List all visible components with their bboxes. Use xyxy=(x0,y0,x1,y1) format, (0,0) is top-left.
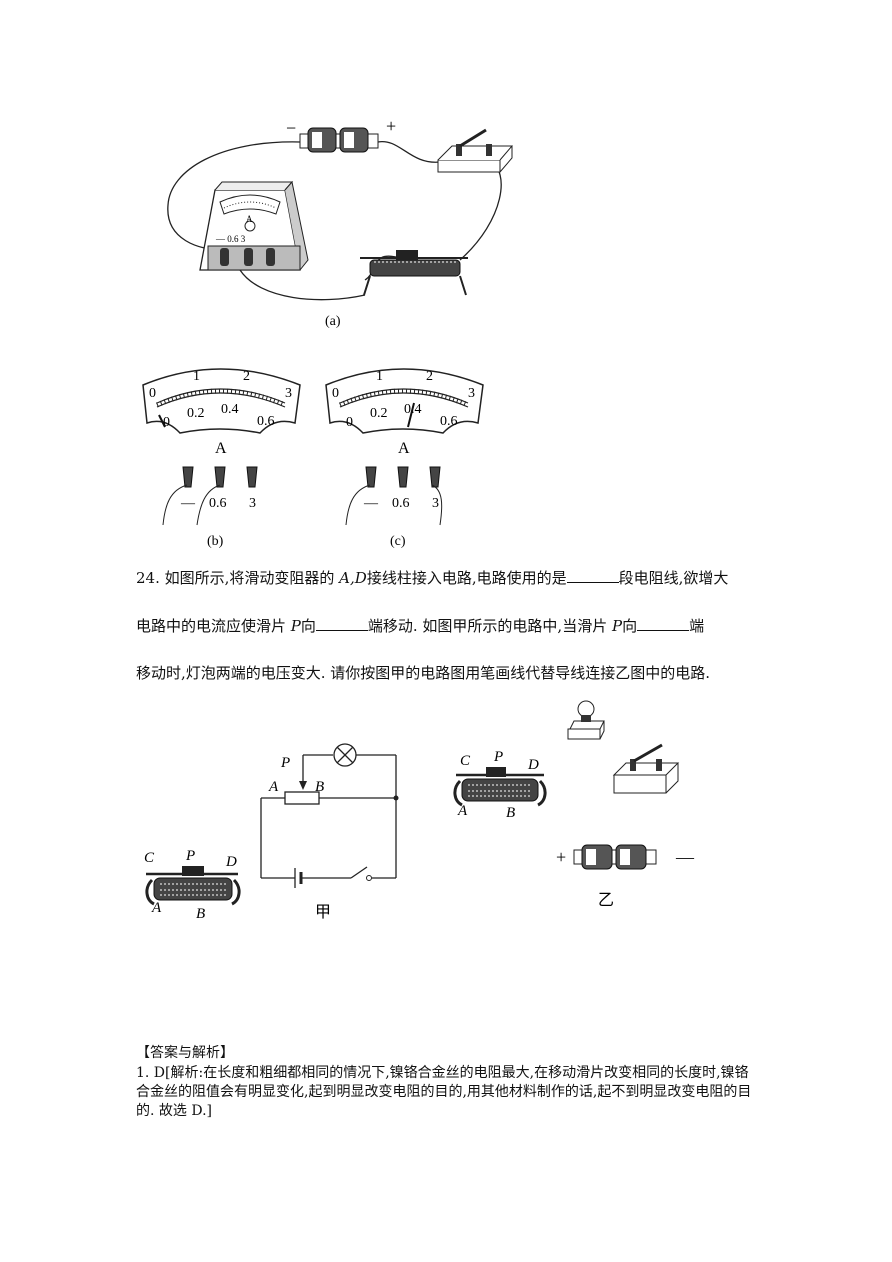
q24-line1-part-a: 24. 如图所示,将滑动变阻器的 xyxy=(136,569,340,587)
figure-a-circuit: − + A — 0.6 3 (a) xyxy=(167,116,514,329)
q24-line1-part-b: 接线柱接入电路,电路使用的是 xyxy=(366,569,567,587)
rheostat-right: C P D A B xyxy=(453,749,547,821)
b-top-0: 0 xyxy=(149,386,156,401)
question-24-line-3: 移动时,灯泡两端的电压变大. 请你按图甲的电路图用笔画线代替导线连接乙图中的电路… xyxy=(136,664,711,682)
battery-minus-sign: − xyxy=(286,118,296,138)
c-top-2: 2 xyxy=(426,369,433,384)
q24-line2-part-e: 端 xyxy=(689,617,705,635)
q24-line2-part-a: 电路中的电流应使滑片 xyxy=(136,617,291,635)
b-terminal-3: 3 xyxy=(249,496,256,511)
rheostat-left-label-p: P xyxy=(185,848,195,864)
c-top-1: 1 xyxy=(376,369,383,384)
c-pointer xyxy=(407,402,415,428)
c-bottom-06: 0.6 xyxy=(440,414,458,429)
rheostat-left-label-d: D xyxy=(225,854,237,870)
rheostat-right-label-a: A xyxy=(457,803,468,819)
c-meter-letter: A xyxy=(398,440,410,457)
c-top-3: 3 xyxy=(468,386,475,401)
q24-line2-part-c: 端移动. 如图甲所示的电路中,当滑片 xyxy=(367,617,612,635)
b-terminal-minus: — xyxy=(180,496,196,511)
c-terminal-3: 3 xyxy=(432,496,439,511)
rheostat-left: C P D A B xyxy=(144,848,241,920)
c-bottom-0: 0 xyxy=(346,415,353,430)
b-meter-letter: A xyxy=(215,440,227,457)
switch-symbol xyxy=(350,866,368,879)
lamp-component xyxy=(567,700,605,740)
q24-blank-2[interactable] xyxy=(315,616,368,631)
c-terminal-minus: — xyxy=(363,496,379,511)
question-24-line-2: 电路中的电流应使滑片 P向端移动. 如图甲所示的电路中,当滑片 P向端 xyxy=(136,616,756,636)
rheostat-right-label-b: B xyxy=(506,805,515,821)
b-bottom-02: 0.2 xyxy=(187,406,205,421)
yi-battery-plus: + xyxy=(556,847,566,867)
figure-b-ammeter: 0 1 2 3 0 0.2 0.4 0.6 A — 0.6 3 (b) xyxy=(142,368,301,549)
c-terminals xyxy=(345,466,443,526)
rheostat-a xyxy=(360,250,468,296)
switch-a xyxy=(437,128,514,173)
ammeter-a-terminal-labels: — 0.6 3 xyxy=(215,234,246,244)
figure-yi-caption: 乙 xyxy=(598,892,614,909)
q24-line1-part-c: 段电阻线,欲增大 xyxy=(618,569,729,587)
question-24-line-1: 24. 如图所示,将滑动变阻器的 A,D接线柱接入电路,电路使用的是 段电阻线,欲… xyxy=(136,568,756,588)
switch-component xyxy=(612,743,680,794)
figure-a-caption: (a) xyxy=(325,314,341,329)
figure-jia-caption: 甲 xyxy=(315,904,331,921)
figure-b-caption: (b) xyxy=(207,534,224,549)
q24-line2-part-d: 向 xyxy=(622,617,638,635)
q24-var-ad: A,D xyxy=(339,569,367,587)
b-bottom-0: 0 xyxy=(163,415,170,430)
q24-line2-part-b: 向 xyxy=(300,617,316,635)
b-bottom-04: 0.4 xyxy=(221,402,239,417)
b-pointer xyxy=(158,414,166,428)
q24-blank-1[interactable] xyxy=(566,568,619,583)
rheostat-left-label-b: B xyxy=(196,906,205,920)
battery-plus-sign: + xyxy=(386,116,396,136)
rheostat-right-label-p: P xyxy=(493,749,503,765)
rheostat-left-label-a: A xyxy=(151,900,162,916)
ammeter-a-letter: A xyxy=(246,214,253,224)
yi-battery-minus: — xyxy=(675,847,695,867)
q24-var-p-1: P xyxy=(290,617,301,635)
c-terminal-06: 0.6 xyxy=(392,496,410,511)
c-bottom-02: 0.2 xyxy=(370,406,388,421)
b-top-2: 2 xyxy=(243,369,250,384)
figure-c-ammeter: 0 1 2 3 0 0.2 0.4 0.6 A — 0.6 3 (c) xyxy=(325,368,484,549)
q24-var-p-2: P xyxy=(611,617,623,635)
b-bottom-06: 0.6 xyxy=(257,414,275,429)
yi-battery-pack xyxy=(573,844,657,870)
jia-label-a: A xyxy=(268,779,279,795)
rheostat-right-label-d: D xyxy=(527,757,539,773)
battery-pack-a xyxy=(299,127,379,153)
b-top-1: 1 xyxy=(193,369,200,384)
jia-label-b: B xyxy=(315,779,324,795)
answers-text: 1. D[解析:在长度和粗细都相同的情况下,镍铬合金丝的电阻最大,在移动滑片改变… xyxy=(136,1065,752,1119)
c-top-0: 0 xyxy=(332,386,339,401)
q24-blank-3[interactable] xyxy=(637,616,690,631)
b-top-3: 3 xyxy=(285,386,292,401)
b-terminals xyxy=(162,466,258,526)
rheostat-symbol xyxy=(284,791,320,805)
figure-yi-components: C P D A B + — 乙 xyxy=(453,700,695,909)
rheostat-right-label-c: C xyxy=(460,753,471,769)
figure-c-caption: (c) xyxy=(390,534,406,549)
rheostat-left-label-c: C xyxy=(144,850,155,866)
answers-heading: 【答案与解析】 xyxy=(136,1045,234,1061)
b-terminal-06: 0.6 xyxy=(209,496,227,511)
ammeter-a xyxy=(199,180,309,271)
figure-jia-circuit: P A B 甲 xyxy=(260,743,399,921)
jia-label-p: P xyxy=(280,755,290,771)
